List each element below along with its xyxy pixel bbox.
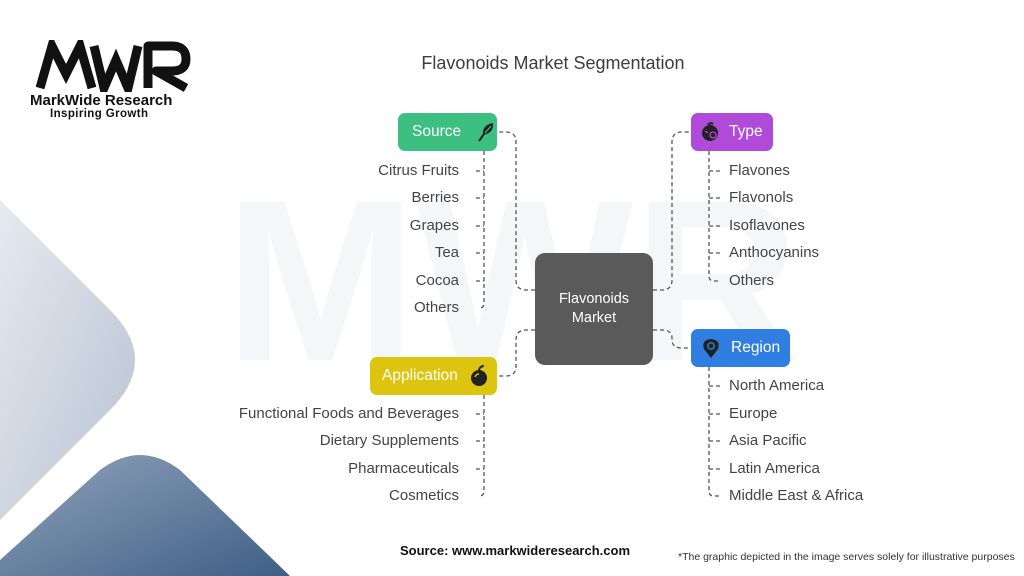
region-item: North America (729, 377, 825, 394)
category-application-label: Application (382, 367, 458, 384)
region-item: Latin America (729, 460, 820, 477)
category-type-label: Type (729, 123, 763, 140)
leaf-icon (475, 121, 497, 143)
source-item: Grapes (409, 217, 459, 234)
type-item: Flavonols (729, 189, 794, 206)
source-item: Others (413, 299, 459, 316)
type-item: Flavones (729, 162, 790, 179)
type-item: Isoflavones (729, 217, 805, 234)
mwr-logo-mark (36, 40, 191, 92)
source-item: Cocoa (415, 272, 459, 289)
source-credit: Source: www.markwideresearch.com (400, 543, 631, 558)
center-label-line2: Market (571, 310, 617, 326)
region-item: Asia Pacific (729, 432, 807, 449)
source-item: Tea (434, 244, 459, 261)
location-pin-icon (700, 337, 722, 359)
application-item: Pharmaceuticals (348, 460, 459, 477)
page-title: Flavonoids Market Segmentation (421, 53, 685, 73)
category-region: Region (691, 329, 790, 367)
region-item: Europe (729, 405, 778, 422)
brand-logo: MarkWide Research Inspiring Growth (30, 40, 195, 120)
category-source: Source (398, 113, 497, 151)
application-item: Functional Foods and Beverages (238, 405, 459, 422)
source-item: Citrus Fruits (378, 162, 459, 179)
center-label-line1: Flavonoids (558, 291, 630, 307)
disclaimer-note: *The graphic depicted in the image serve… (678, 551, 1015, 563)
application-item: Cosmetics (388, 487, 459, 504)
center-node: Flavonoids Market (535, 253, 653, 365)
brand-tagline: Inspiring Growth (50, 108, 149, 120)
category-source-label: Source (412, 123, 462, 140)
fruit-icon (699, 121, 721, 143)
region-item: Middle East & Africa (729, 487, 864, 504)
category-type: Type (691, 113, 773, 151)
type-item: Anthocyanins (729, 244, 820, 261)
type-item: Others (729, 272, 775, 289)
category-region-label: Region (731, 339, 781, 356)
apple-icon (468, 365, 490, 387)
application-item: Dietary Supplements (319, 432, 459, 449)
source-item: Berries (411, 189, 459, 206)
category-application: Application (370, 357, 497, 395)
brand-name: MarkWide Research (30, 92, 173, 109)
